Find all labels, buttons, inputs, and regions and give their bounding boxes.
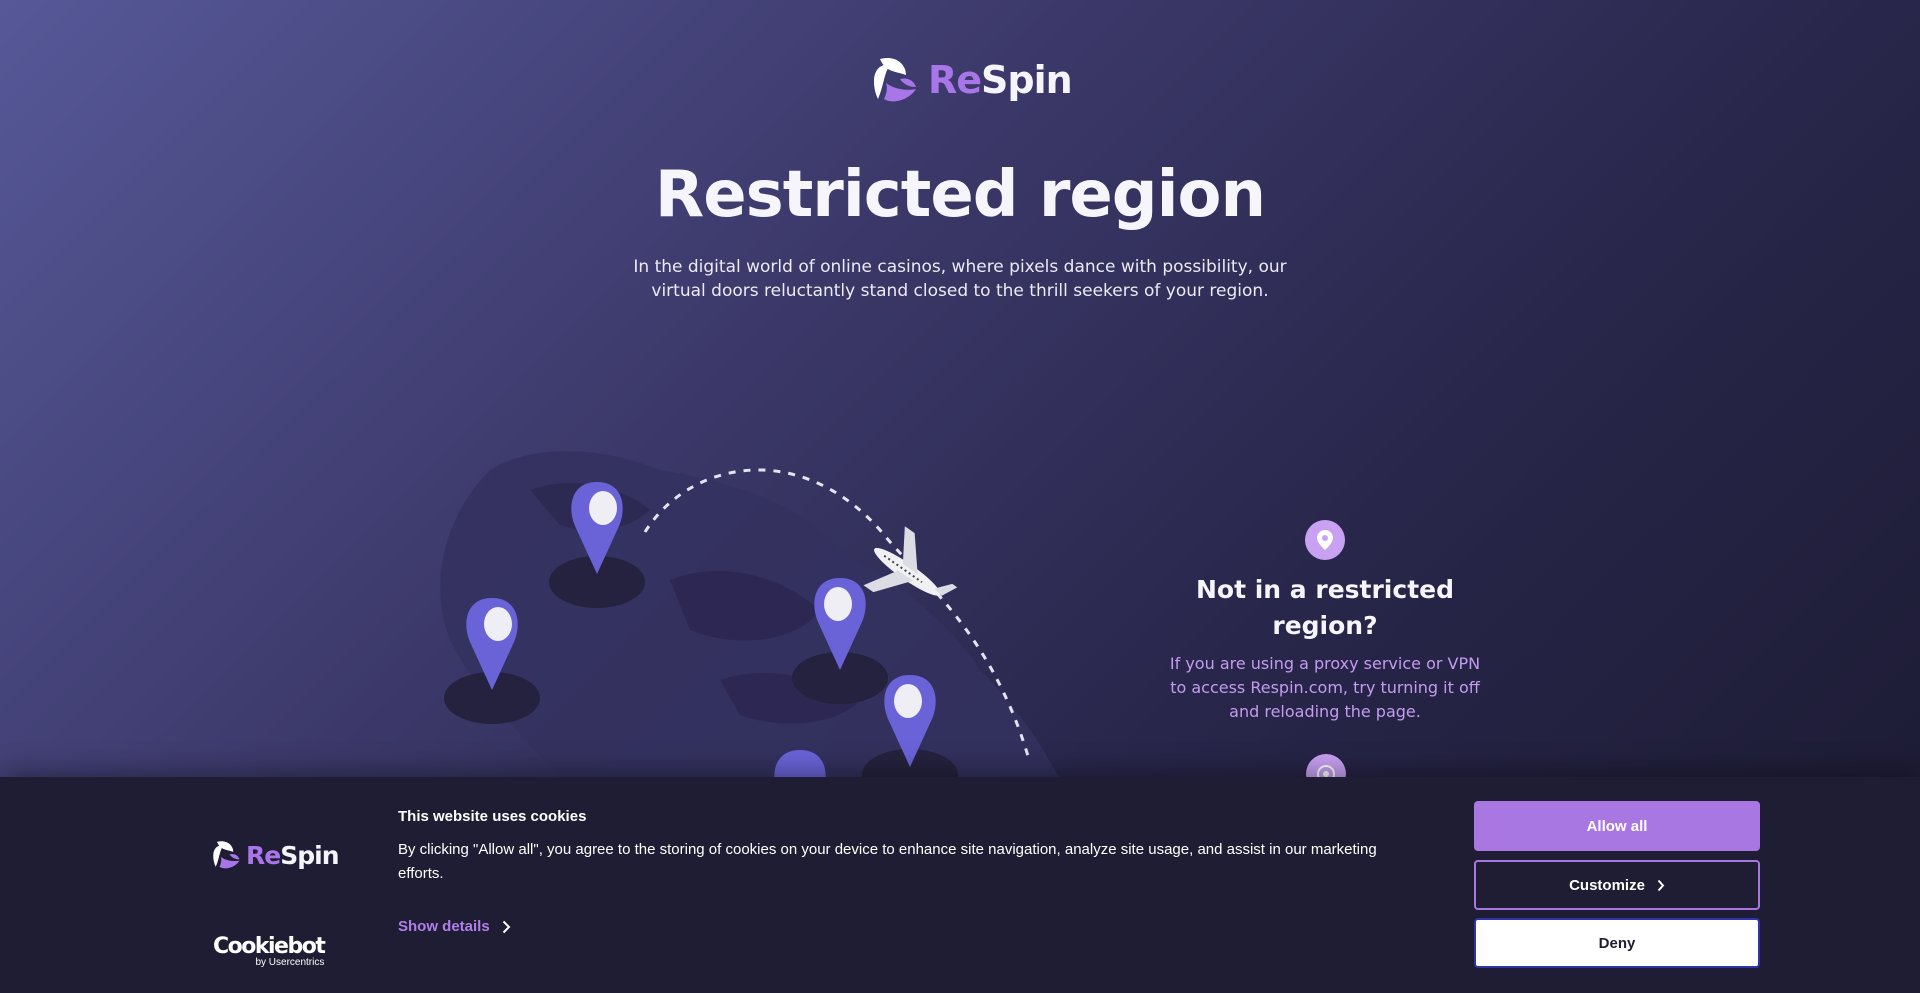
restriction-help: Not in a restricted region? If you are u…: [1160, 520, 1490, 724]
help-title: Not in a restricted region?: [1195, 575, 1455, 640]
deny-button[interactable]: Deny: [1474, 918, 1760, 968]
deny-label: Deny: [1598, 934, 1636, 952]
cookie-banner-title: This website uses cookies: [398, 808, 587, 825]
cookiebot-name: Cookiebot: [213, 934, 326, 959]
brand-name-suffix: Spin: [280, 840, 339, 870]
brand-name: ReSpin: [928, 58, 1073, 102]
cookie-banner-logo: ReSpin: [212, 839, 340, 871]
customize-label: Customize: [1569, 876, 1645, 894]
customize-button[interactable]: Customize: [1474, 860, 1760, 910]
brand-name-prefix: Re: [928, 58, 982, 102]
location-pin-icon: [444, 598, 540, 724]
page-subtitle: In the digital world of online casinos, …: [633, 257, 1287, 301]
world-map-illustration: [440, 451, 1060, 780]
respin-logo-icon: [874, 57, 916, 102]
location-pin-icon: [792, 578, 888, 704]
cookie-banner-text: By clicking "Allow all", you agree to th…: [398, 841, 1377, 882]
location-pin-icon: [1305, 520, 1345, 560]
respin-logo[interactable]: ReSpin: [872, 54, 1073, 106]
help-text: If you are using a proxy service or VPN …: [1169, 654, 1481, 721]
brand-name: ReSpin: [246, 840, 340, 870]
location-pin-icon: [862, 675, 958, 780]
location-pin-icon: [774, 750, 826, 780]
chevron-right-icon: [502, 920, 511, 933]
show-details-link[interactable]: Show details: [398, 918, 511, 935]
brand-name-suffix: Spin: [981, 58, 1073, 102]
cookiebot-logo[interactable]: Cookiebot by Usercentrics: [213, 934, 326, 969]
show-details-label: Show details: [398, 918, 490, 935]
airplane-icon: [863, 526, 958, 596]
location-pin-icon: [549, 482, 645, 608]
page-title: Restricted region: [654, 158, 1266, 232]
cookiebot-subtitle: by Usercentrics: [255, 957, 325, 968]
allow-all-button[interactable]: Allow all: [1474, 801, 1760, 851]
chevron-right-icon: [1657, 879, 1665, 891]
allow-all-label: Allow all: [1586, 817, 1648, 835]
brand-name-prefix: Re: [246, 840, 281, 870]
respin-logo-icon: [213, 841, 240, 869]
